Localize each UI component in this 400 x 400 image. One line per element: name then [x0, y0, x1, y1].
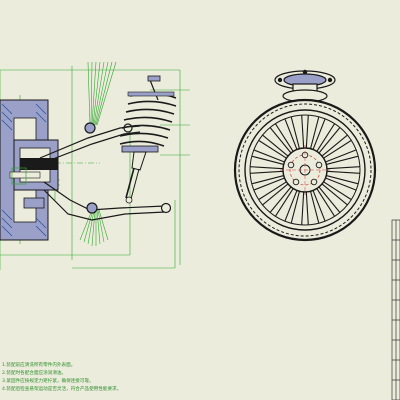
- spoke-line: [309, 116, 320, 149]
- spoke-line: [258, 139, 287, 159]
- title-block: [391, 219, 400, 400]
- tire-tread: [238, 103, 372, 237]
- spoke-line: [323, 139, 352, 159]
- spoke-line: [325, 149, 357, 163]
- spoke-line: [309, 191, 320, 224]
- spoke-line: [326, 155, 359, 166]
- spoke-line: [305, 191, 309, 225]
- spoke-line: [318, 186, 341, 213]
- suspension-side-view: [0, 61, 190, 270]
- steering-knuckle: [0, 99, 59, 241]
- strut-top-mount: [274, 69, 336, 103]
- dimension-lines: [0, 61, 190, 270]
- spoke-line: [321, 134, 348, 157]
- note-line-2: 2.装配时各配合面应涂润滑油。: [2, 369, 66, 376]
- spoke-line: [301, 191, 305, 225]
- wheel-centerlines: [280, 145, 330, 195]
- spoke-line: [284, 118, 298, 150]
- spoke-line: [269, 127, 292, 154]
- spoke-line: [326, 166, 360, 170]
- spoke-line: [269, 186, 292, 213]
- note-line-4: 4.装配后检查悬架运动是否灵活，符合产品使用性能要求。: [2, 385, 121, 392]
- spoke-line: [251, 174, 284, 185]
- note-line-1: 1.装配前应清洗所有零件内外表面。: [2, 361, 75, 368]
- spoke-line: [326, 170, 360, 174]
- technical-notes: 1.装配前应清洗所有零件内外表面。 2.装配时各配合面应涂润滑油。 3.紧固件应…: [2, 361, 121, 392]
- spoke-line: [305, 115, 309, 149]
- wheel-front-view: [233, 69, 377, 242]
- spoke-line: [318, 127, 341, 154]
- spoke-line: [250, 166, 284, 170]
- wheel-spokes: [250, 115, 360, 225]
- coil-over-shock: [119, 75, 177, 204]
- spoke-line: [262, 134, 289, 157]
- spoke-line: [290, 191, 301, 224]
- spoke-line: [253, 177, 285, 191]
- spoke-line: [316, 123, 336, 152]
- note-line-3: 3.紧固件应按规定力矩拧紧，确保连接可靠。: [2, 377, 94, 384]
- tire-inner: [244, 109, 366, 231]
- spoke-line: [250, 170, 284, 174]
- spoke-line: [262, 183, 289, 206]
- spoke-line: [312, 118, 326, 150]
- spoke-line: [253, 149, 285, 163]
- lower-control-arm: [43, 181, 172, 221]
- spoke-line: [274, 188, 294, 217]
- spoke-line: [316, 188, 336, 217]
- spoke-line: [326, 174, 359, 185]
- spoke-line: [274, 123, 294, 152]
- spoke-line: [312, 190, 326, 222]
- spoke-line: [284, 190, 298, 222]
- rim-edge: [249, 114, 361, 226]
- spoke-line: [301, 115, 305, 149]
- detail-box: [11, 167, 27, 185]
- spoke-line: [323, 181, 352, 201]
- spoke-line: [251, 155, 284, 166]
- spoke-line: [325, 177, 357, 191]
- spoke-line: [290, 116, 301, 149]
- spoke-line: [321, 183, 348, 206]
- spoke-line: [258, 181, 287, 201]
